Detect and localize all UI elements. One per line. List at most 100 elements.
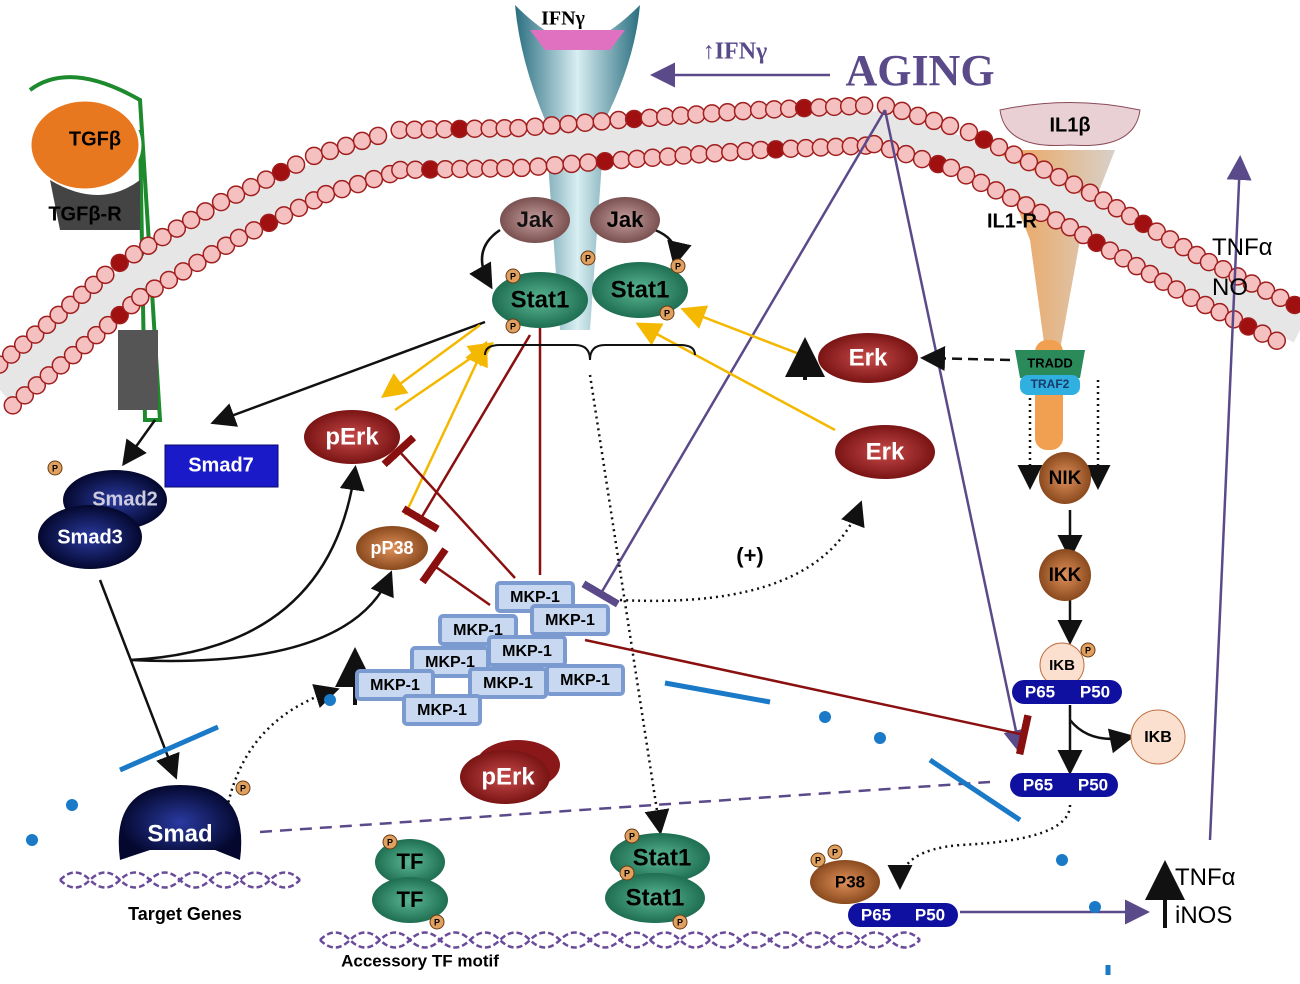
- arrows: [98, 62, 1252, 928]
- p65-label: P65: [1025, 682, 1055, 701]
- lipid-head: [37, 315, 57, 335]
- tgfb-label: TGFβ: [69, 128, 121, 150]
- lipid-head: [733, 101, 753, 121]
- mkp-1-label: MKP-1: [370, 677, 420, 694]
- svg-text:P: P: [52, 463, 58, 473]
- lipid-head: [368, 126, 388, 146]
- lipid-head: [1167, 280, 1186, 299]
- phosphate-icon: P: [672, 914, 688, 930]
- mkp-1-label: MKP-1: [483, 675, 533, 692]
- nik-label: NIK: [1049, 468, 1082, 489]
- ikb-label: IKB: [1144, 729, 1172, 746]
- pp38[interactable]: pP38: [356, 526, 428, 570]
- tradd-label: TRADD: [1027, 355, 1073, 370]
- lipid-head: [705, 144, 725, 163]
- smad7[interactable]: Smad7: [164, 444, 279, 488]
- svg-text:P: P: [585, 253, 591, 263]
- smad2-label: Smad2: [92, 488, 158, 510]
- mkp-1-box[interactable]: MKP-1: [402, 694, 482, 726]
- mkp-1-box[interactable]: MKP-1: [468, 667, 548, 699]
- lipid-head: [3, 396, 23, 415]
- lipid-head: [110, 305, 129, 325]
- phosphate-icon: P: [619, 865, 635, 881]
- phosphate-icon: P: [505, 318, 521, 334]
- lipid-head: [896, 144, 916, 164]
- stat1-right[interactable]: Stat1: [592, 262, 688, 318]
- nik[interactable]: NIK: [1039, 452, 1091, 504]
- lipid-head: [139, 236, 158, 255]
- mkp-1-box[interactable]: MKP-1: [545, 664, 625, 696]
- perk[interactable]: pErk: [304, 410, 400, 464]
- erk[interactable]: Erk: [835, 425, 935, 479]
- lipid-head: [244, 221, 264, 240]
- mkp-1-label: MKP-1: [417, 702, 467, 719]
- perk-nuclear[interactable]: pErk: [460, 740, 560, 804]
- lipid-head: [87, 325, 106, 345]
- lipid-head: [72, 285, 92, 305]
- svg-text:P: P: [677, 917, 683, 927]
- erk-upregulated[interactable]: Erk: [818, 333, 918, 383]
- ifng-increase-label: ↑IFNγ: [703, 39, 768, 65]
- smad3-label: Smad3: [57, 526, 123, 548]
- mkp-1-box[interactable]: MKP-1: [530, 604, 610, 636]
- lipid-head: [1064, 175, 1084, 194]
- erk-label: Erk: [866, 438, 905, 465]
- smad-nuclear[interactable]: Smad: [118, 785, 242, 860]
- svg-text:P: P: [664, 308, 670, 318]
- ikb-label: IKB: [1049, 657, 1075, 674]
- lipid-head: [131, 287, 150, 307]
- lipid-head: [971, 173, 991, 193]
- lipid-head: [173, 262, 193, 281]
- lipid-head: [25, 325, 45, 344]
- p38-nuclear[interactable]: P38: [810, 860, 880, 904]
- positive-feedback-label: (+): [736, 543, 764, 568]
- lipid-head: [286, 155, 306, 174]
- mkp-1-box[interactable]: MKP-1: [355, 669, 435, 701]
- lipid-head: [559, 114, 578, 134]
- mkp-1-label: MKP-1: [560, 672, 610, 689]
- lipid-head: [316, 184, 336, 204]
- mkp-1-box[interactable]: MKP-1: [487, 635, 567, 667]
- lipid-head: [941, 158, 961, 178]
- tf-label: TF: [397, 849, 424, 874]
- lipid-head: [336, 136, 356, 156]
- lipid-head: [525, 117, 545, 136]
- ikb-free[interactable]: IKB: [1130, 709, 1186, 765]
- lipid-head: [13, 335, 33, 354]
- lipid-head: [153, 227, 172, 247]
- lipid-head: [145, 279, 164, 298]
- lipid-head: [892, 101, 912, 121]
- phosphate-icon: P: [235, 780, 251, 796]
- stat1-left[interactable]: Stat1: [492, 272, 588, 328]
- lipid-head: [974, 130, 994, 149]
- lipid-head: [289, 198, 309, 218]
- svg-text:P: P: [629, 831, 635, 841]
- lipid-head: [542, 116, 561, 135]
- lipid-head: [579, 153, 598, 172]
- lipid-head: [159, 270, 179, 290]
- jak-left[interactable]: Jak: [500, 197, 570, 243]
- lipid-head: [1285, 295, 1300, 315]
- phosphate-icon: P: [47, 460, 63, 476]
- lipid-head: [545, 156, 565, 175]
- lipid-head: [956, 166, 976, 185]
- lipid-head: [1016, 196, 1036, 215]
- jak-right[interactable]: Jak: [590, 197, 660, 243]
- lipid-head: [96, 265, 115, 285]
- lipid-head: [181, 210, 201, 230]
- phosphate-icon: P: [1080, 642, 1096, 658]
- ikk[interactable]: IKK: [1039, 549, 1091, 601]
- erk-label: Erk: [849, 344, 888, 371]
- lipid-head: [348, 174, 368, 194]
- nuclear-envelope: [118, 680, 1111, 975]
- lipid-head: [908, 106, 928, 126]
